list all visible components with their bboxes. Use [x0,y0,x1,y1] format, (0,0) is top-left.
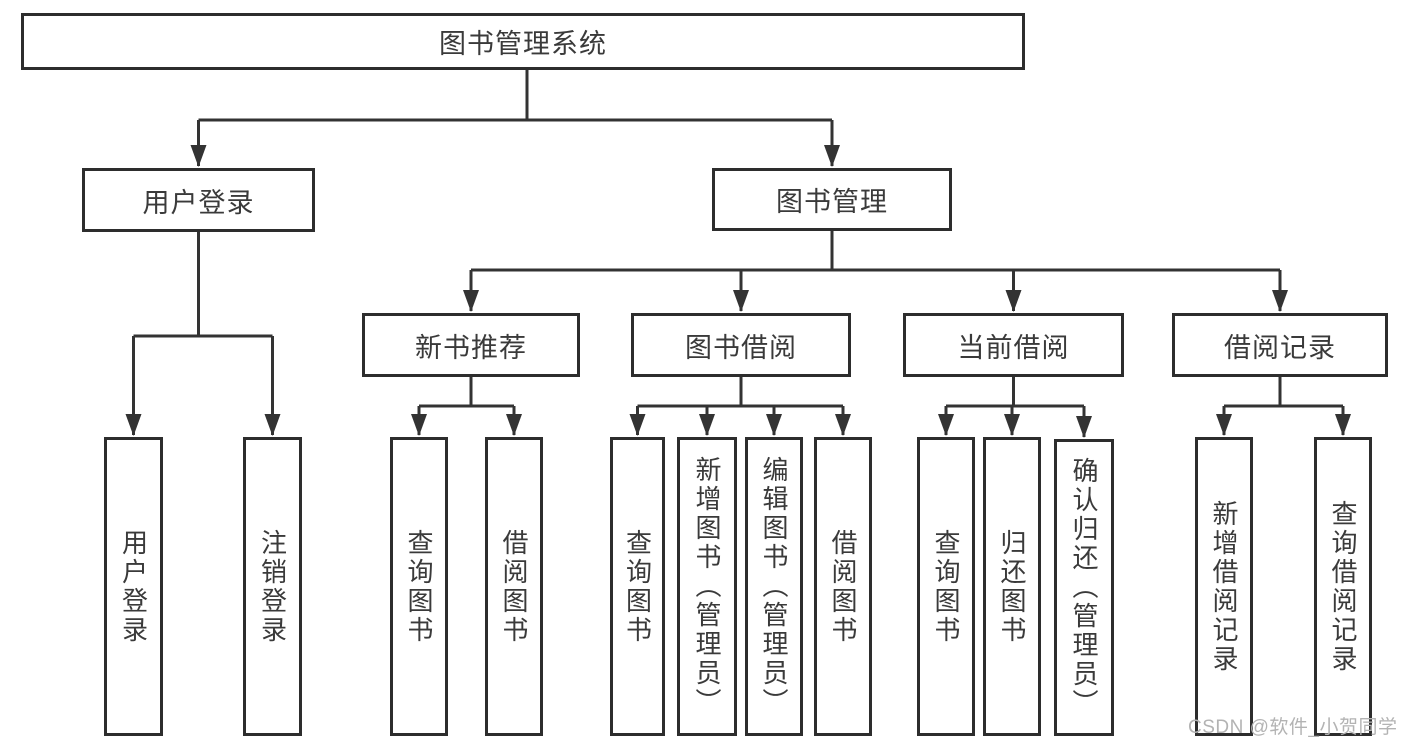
node-return-book: 归还图书 [983,437,1041,736]
connector-current-borrow [938,377,1092,438]
node-add-borrow-record: 新增借阅记录 [1195,437,1253,736]
node-borrow-books-leaf: 借阅图书 [814,437,872,736]
node-query-books-current: 查询图书 [917,437,975,736]
node-root: 图书管理系统 [21,13,1025,70]
connector-new-book-recommend [411,377,522,436]
connector-user-login [125,232,281,436]
connector-borrow-records [1216,377,1351,436]
connector-book-borrow [629,377,851,436]
node-borrow-records: 借阅记录 [1172,313,1388,377]
node-new-book-recommend: 新书推荐 [362,313,580,377]
csdn-watermark: CSDN @软件_小贺同学 [1188,717,1398,738]
node-query-books-borrow: 查询图书 [610,437,665,736]
node-logout: 注销登录 [243,437,302,736]
node-book-borrow: 图书借阅 [631,313,851,377]
node-user-login: 用户登录 [82,168,315,232]
connector-root [190,70,840,167]
node-user-login-leaf: 用户登录 [104,437,163,736]
node-current-borrow: 当前借阅 [903,313,1124,377]
node-book-management: 图书管理 [712,168,952,231]
node-add-book-admin: 新增图书（管理员） [677,437,737,736]
node-borrow-books-recommend: 借阅图书 [485,437,543,736]
node-confirm-return-admin: 确认归还（管理员） [1054,439,1114,736]
node-query-borrow-record: 查询借阅记录 [1314,437,1372,736]
node-edit-book-admin: 编辑图书（管理员） [745,437,803,736]
connector-book-management [463,231,1288,312]
node-query-books-recommend: 查询图书 [390,437,448,736]
